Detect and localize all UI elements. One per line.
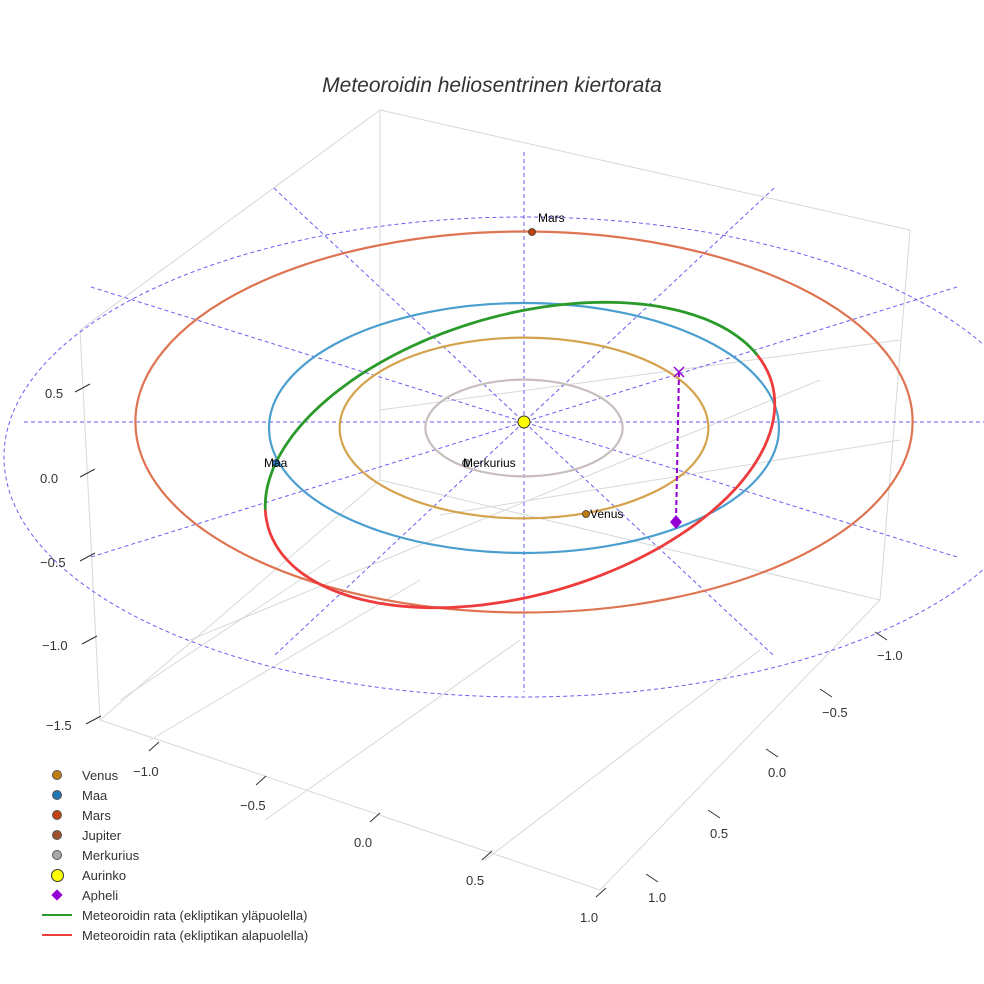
ecliptic-spoke-line — [273, 187, 775, 657]
legend-line-icon — [40, 934, 74, 936]
y-tick-label: −0.5 — [822, 705, 848, 720]
grid-line — [379, 109, 911, 231]
legend-item[interactable]: Meteoroidin rata (ekliptikan alapuolella… — [40, 925, 308, 945]
grid-line — [439, 439, 901, 516]
planet-label: Venus — [590, 507, 623, 521]
y-tick-mark — [645, 873, 659, 883]
grid-line — [379, 479, 881, 601]
legend-label: Meteoroidin rata (ekliptikan yläpuolella… — [82, 907, 308, 923]
sun-marker — [517, 415, 531, 429]
planet-marker — [582, 510, 590, 518]
grid-line — [119, 559, 331, 701]
z-tick-mark — [79, 552, 96, 562]
y-tick-mark — [765, 748, 779, 758]
y-tick-label: 1.0 — [648, 890, 666, 905]
x-tick-label: 0.0 — [354, 835, 372, 850]
legend-diamond-icon — [40, 889, 74, 901]
planet-label: Maa — [264, 456, 288, 470]
legend-dot-icon — [40, 830, 74, 840]
chart-title: Meteoroidin heliosentrinen kiertorata — [322, 74, 662, 97]
x-tick-mark — [255, 775, 267, 786]
ecliptic-spoke-line — [273, 187, 775, 657]
grid-line — [879, 229, 911, 601]
x-tick-label: 0.5 — [466, 873, 484, 888]
z-tick-mark — [85, 715, 102, 725]
x-tick-mark — [148, 741, 160, 752]
aphelion-projection-line — [675, 371, 680, 523]
y-tick-label: −1.0 — [877, 648, 903, 663]
z-tick-label: 0.5 — [45, 386, 63, 401]
legend-dot-icon — [40, 850, 74, 860]
x-tick-mark — [369, 812, 381, 823]
legend-item[interactable]: Maa — [40, 785, 308, 805]
grid-line — [79, 329, 101, 721]
grid-line — [79, 109, 381, 331]
legend-dot-icon — [40, 770, 74, 780]
z-tick-mark — [74, 383, 91, 393]
aphelion-diamond-icon — [670, 515, 682, 529]
x-tick-label: −1.0 — [133, 764, 159, 779]
planet-marker — [528, 228, 536, 236]
legend-item[interactable]: Jupiter — [40, 825, 308, 845]
legend-bigdot-icon — [40, 868, 74, 882]
orbit-maa — [267, 301, 781, 555]
legend-label: Venus — [82, 767, 119, 783]
legend-item[interactable]: Aurinko — [40, 865, 308, 885]
legend-item[interactable]: Merkurius — [40, 845, 308, 865]
legend-label: Mars — [82, 807, 111, 823]
aphelion-projection-x-icon — [673, 366, 685, 378]
orbit-mars — [134, 230, 914, 614]
z-tick-mark — [79, 468, 96, 478]
grid-line — [189, 379, 821, 641]
z-tick-label: 0.0 — [40, 471, 58, 486]
y-tick-label: 0.0 — [768, 765, 786, 780]
planet-marker — [462, 459, 470, 467]
x-tick-mark — [481, 850, 493, 861]
z-tick-label: −1.5 — [46, 718, 72, 733]
legend-item[interactable]: Venus — [40, 765, 308, 785]
legend-dot-icon — [40, 810, 74, 820]
y-tick-mark — [874, 631, 888, 641]
z-tick-label: −1.0 — [42, 638, 68, 653]
y-tick-label: 0.5 — [710, 826, 728, 841]
legend-label: Apheli — [82, 887, 119, 903]
planet-label: Mars — [538, 211, 565, 225]
grid-line — [484, 649, 761, 861]
legend-label: Aurinko — [82, 867, 127, 883]
orbit-merkurius — [424, 378, 624, 478]
legend-item[interactable]: Meteoroidin rata (ekliptikan yläpuolella… — [40, 905, 308, 925]
z-tick-mark — [81, 635, 98, 645]
grid-line — [379, 339, 901, 411]
x-tick-label: 1.0 — [580, 910, 598, 925]
grid-line — [599, 599, 881, 891]
grid-line — [264, 639, 521, 821]
z-tick-label: −0.5 — [40, 555, 66, 570]
y-tick-mark — [819, 688, 833, 698]
meteoroid-orbit-above — [263, 300, 759, 510]
grid-line — [99, 479, 381, 721]
grid-line — [149, 579, 421, 741]
x-tick-mark — [595, 887, 607, 898]
legend-item[interactable]: Apheli — [40, 885, 308, 905]
planet-marker — [272, 459, 280, 467]
meteoroid-orbit-below — [263, 354, 777, 610]
legend-label: Jupiter — [82, 827, 122, 843]
legend-label: Meteoroidin rata (ekliptikan alapuolella… — [82, 927, 309, 943]
y-tick-mark — [707, 809, 721, 819]
legend-line-icon — [40, 914, 74, 916]
legend-label: Maa — [82, 787, 108, 803]
legend-dot-icon — [40, 790, 74, 800]
x-tick-label: −0.5 — [240, 798, 266, 813]
legend-item[interactable]: Mars — [40, 805, 308, 825]
planet-label: Merkurius — [463, 456, 516, 470]
grid-line — [99, 719, 601, 891]
legend-label: Merkurius — [82, 847, 140, 863]
orbit-venus — [338, 336, 710, 520]
